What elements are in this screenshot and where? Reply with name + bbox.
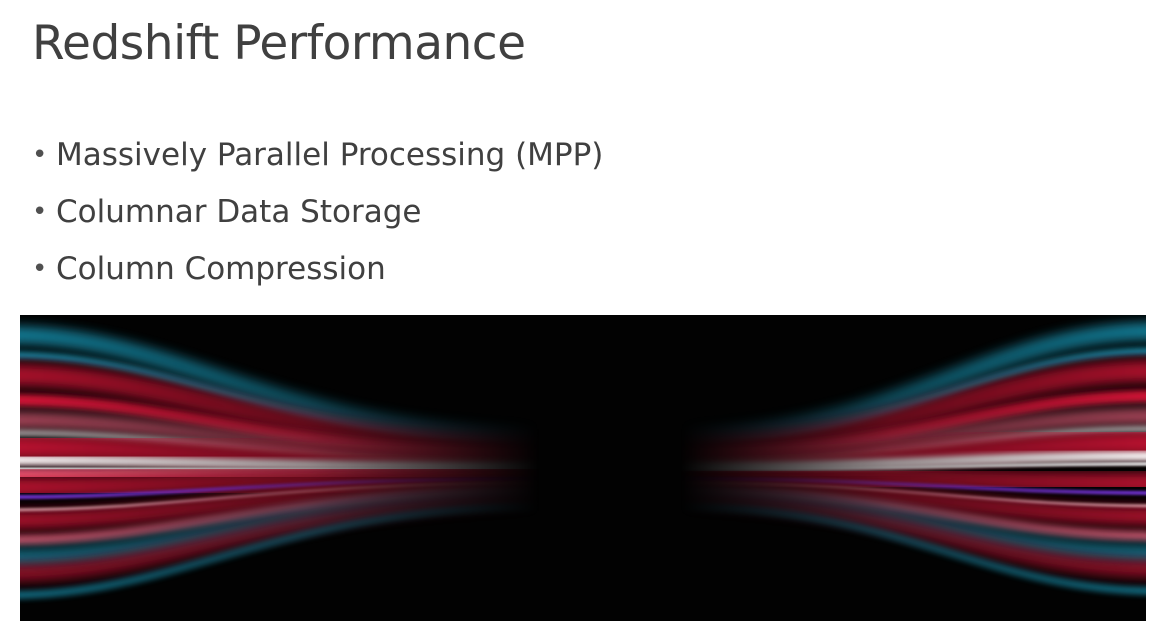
bullet-item: • Column Compression [32,240,603,297]
light-streak [672,493,1146,577]
light-streak [676,503,1146,595]
light-streak [20,503,544,599]
light-streak [669,360,1146,456]
bullet-icon: • [32,139,48,170]
light-streaks-image [20,315,1146,621]
light-streak [20,465,550,497]
light-streak [671,476,1146,525]
light-streak [670,465,1146,493]
bullet-icon: • [32,196,48,227]
bullet-icon: • [32,253,48,284]
light-streak [20,476,549,529]
bullet-text-mpp: Massively Parallel Processing (MPP) [56,136,604,173]
light-streak [20,493,548,581]
slide-title: Redshift Performance [32,16,526,71]
bullet-item: • Columnar Data Storage [32,183,603,240]
bullet-item: • Massively Parallel Processing (MPP) [32,126,603,183]
light-streak [20,364,551,456]
bullet-list: • Massively Parallel Processing (MPP) • … [32,126,603,297]
bullet-text-column-compression: Column Compression [56,250,386,287]
bullet-text-columnar-storage: Columnar Data Storage [56,193,422,230]
light-streak [20,327,548,443]
light-streak [672,323,1146,443]
light-streaks-graphic [20,315,1146,621]
